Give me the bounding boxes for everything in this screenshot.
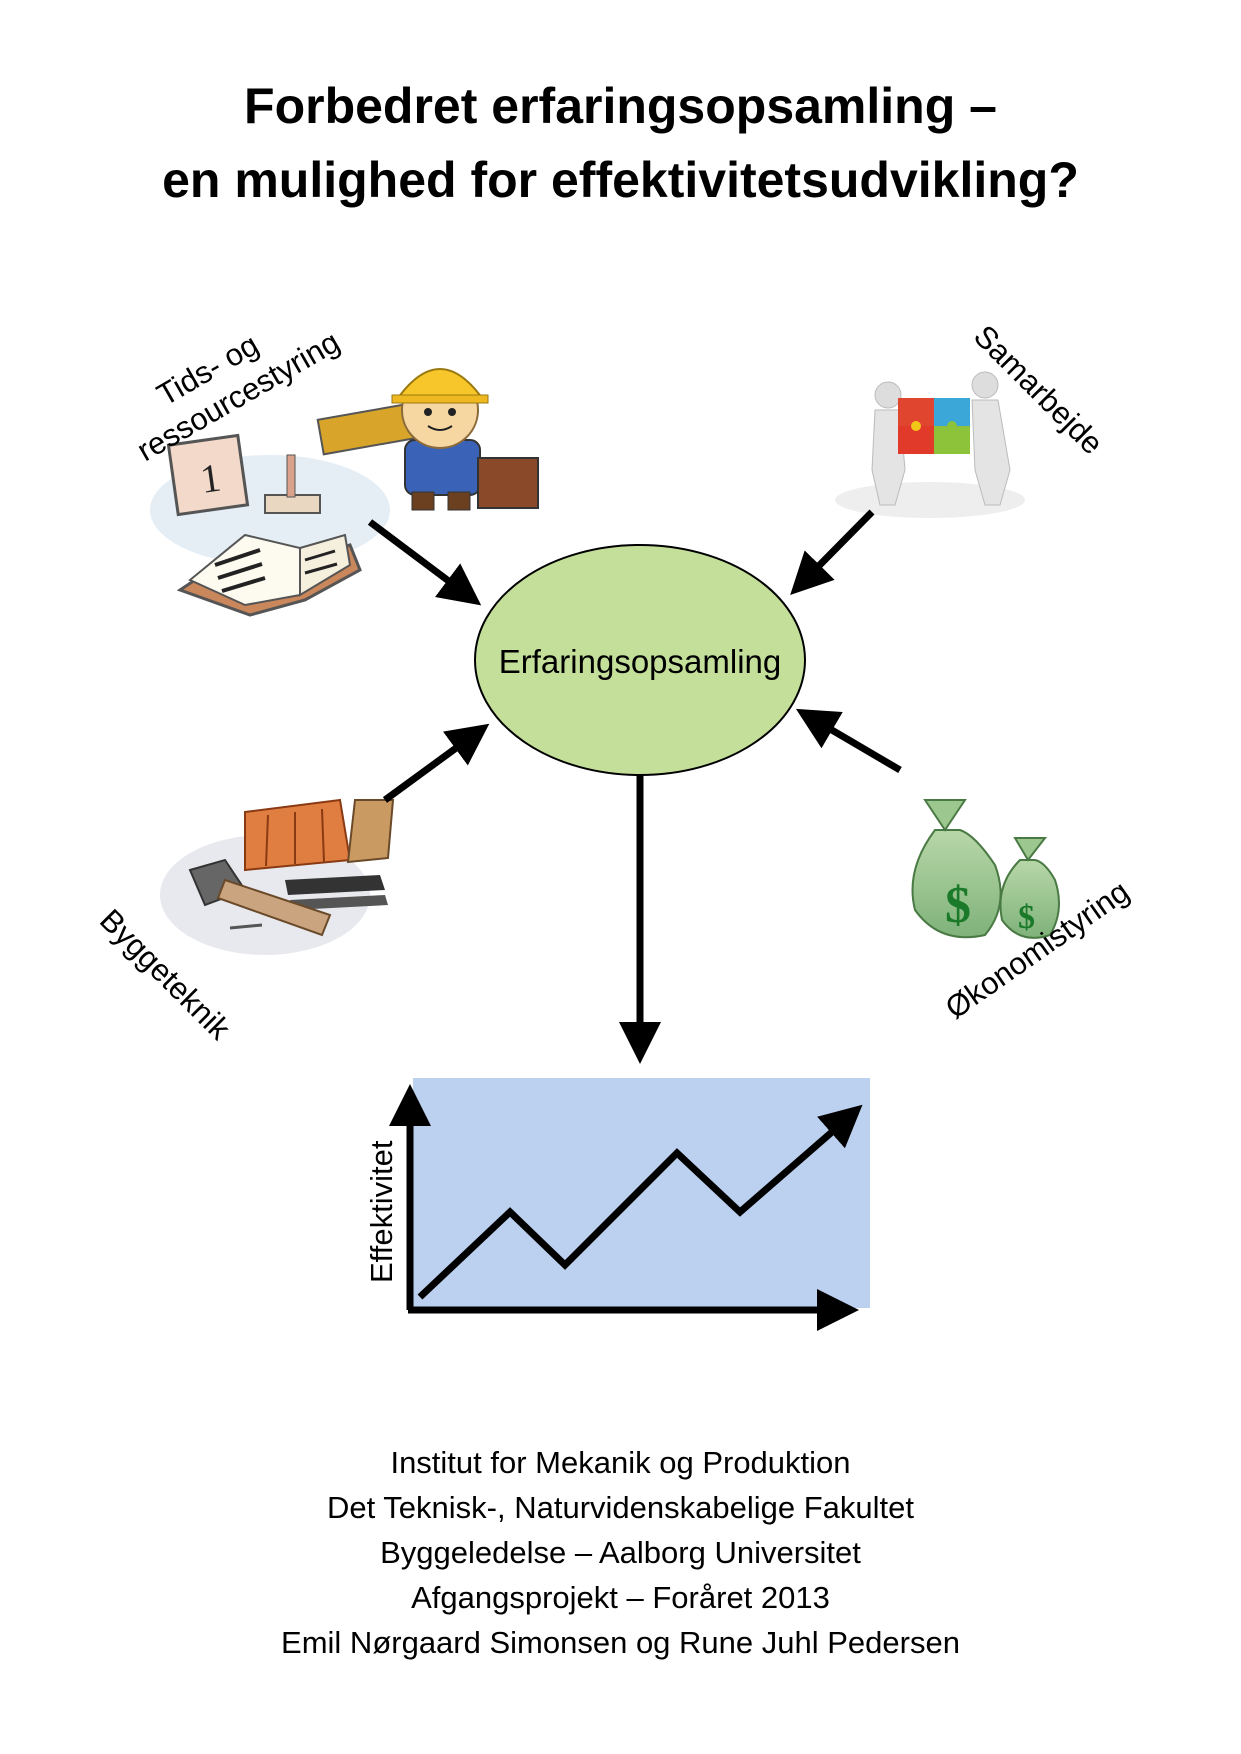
svg-text:$: $: [945, 877, 971, 934]
title-line-2: en mulighed for effektivitetsudvikling?: [162, 152, 1079, 208]
footer-line: Byggeledelse – Aalborg Universitet: [380, 1535, 861, 1570]
center-label: Erfaringsopsamling: [499, 643, 781, 680]
arrow-byggeteknik-to-center: [382, 723, 490, 803]
graph-trend-line: [417, 1122, 843, 1300]
arrow-samarbejde-to-center: [790, 509, 875, 595]
arrow-planning-to-center: [367, 519, 482, 606]
footer-info: Institut for Mekanik og Produktion Det T…: [0, 1440, 1241, 1665]
footer-line: Det Teknisk-, Naturvidenskabelige Fakult…: [327, 1490, 914, 1525]
footer-line: Emil Nørgaard Simonsen og Rune Juhl Pede…: [281, 1625, 960, 1660]
footer-line: Institut for Mekanik og Produktion: [390, 1445, 851, 1480]
footer-line: Afgangsprojekt – Foråret 2013: [411, 1580, 830, 1615]
graph-y-label: Effektivitet: [364, 1140, 399, 1283]
svg-text:$: $: [1018, 899, 1035, 936]
money-bags-icon: $ $: [911, 799, 1060, 939]
arrow-okonomi-to-center: [795, 708, 902, 774]
puzzle-teamwork-icon: [835, 371, 1025, 518]
title-line-1: Forbedret erfaringsopsamling –: [244, 78, 997, 134]
construction-tools-icon: [160, 798, 395, 955]
graph-trend-arrowhead: [817, 1104, 863, 1149]
planner-worker-icon: 1: [150, 368, 539, 617]
